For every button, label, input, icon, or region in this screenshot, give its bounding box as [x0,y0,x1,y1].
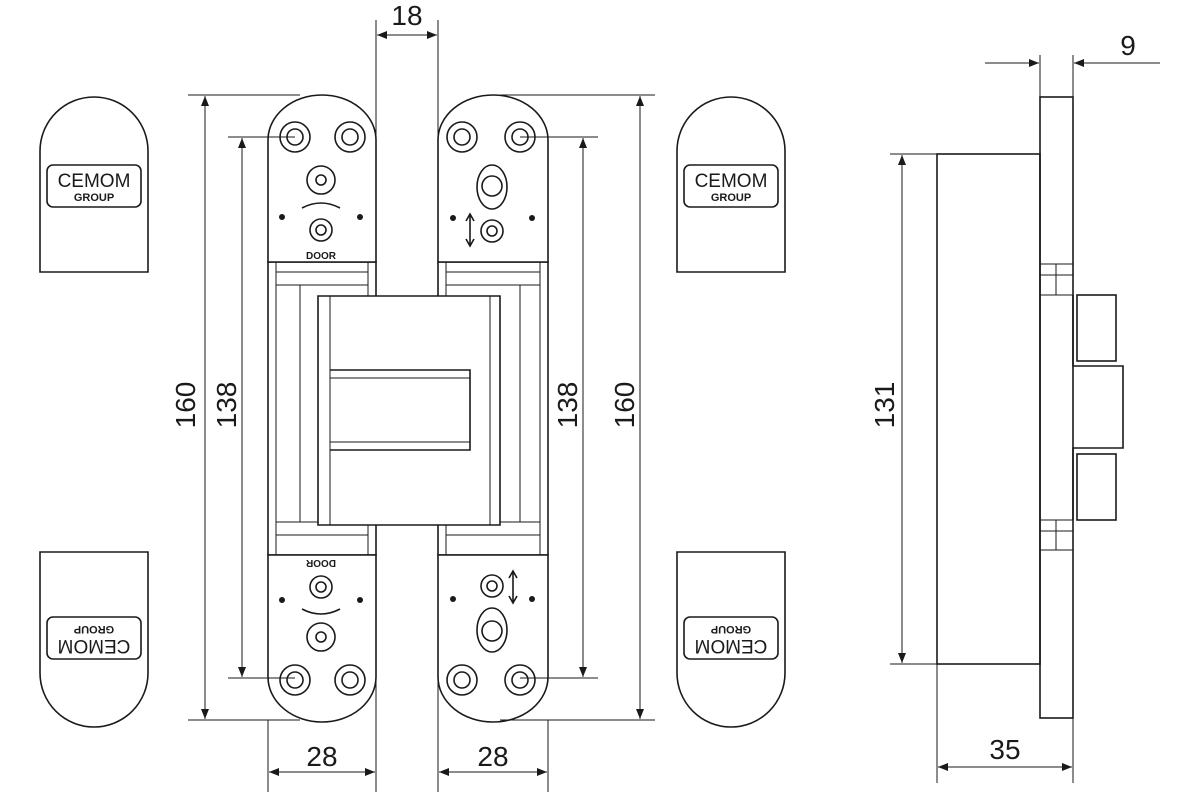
dim-label: 138 [211,382,242,429]
dimension-side-depth: 35 [936,664,1074,783]
plate-label: DOOR [306,251,337,262]
hinge-front-view: DOOR DOOR [267,94,549,723]
dim-label: 28 [477,741,508,772]
hinge-plate-bottom-right [437,554,549,723]
hinge-plate-bottom-left [267,554,377,723]
cap-logo-sub: GROUP [711,192,751,204]
dim-label: 138 [552,382,583,429]
dimension-overall-height-right: 160 [500,94,655,721]
dim-label: 131 [869,382,900,429]
dim-label: 35 [989,734,1020,765]
cap-logo-sub: GROUP [711,623,751,635]
cover-cap-top-left: CEMOM GROUP [39,96,149,273]
hinge-plate-top-left: DOOR [267,94,377,263]
cap-logo-brand: CEMOM [695,171,768,192]
cap-logo-brand: CEMOM [58,635,131,656]
dim-label: 28 [306,741,337,772]
dim-label: 18 [391,0,422,31]
dimension-plate-width-right: 28 [437,555,549,792]
dim-label: 160 [609,382,640,429]
cover-cap-bottom-left: CEMOM GROUP [39,551,149,728]
cap-logo-sub: GROUP [74,623,114,635]
cap-logo-sub: GROUP [74,192,114,204]
dim-label: 9 [1120,30,1136,61]
hinge-plate-top-right [437,94,549,263]
dimension-plate-width-left: 28 [267,555,377,792]
dimension-side-plate-thickness: 9 [985,30,1160,97]
cap-logo-brand: CEMOM [695,635,768,656]
dimension-gap-width: 18 [375,0,439,295]
cap-logo-brand: CEMOM [58,171,131,192]
dimension-screw-spacing-left: 138 [211,136,295,679]
hinge-side-view [936,96,1124,719]
cover-cap-bottom-right: CEMOM GROUP [676,551,786,728]
dimension-overall-height-left: 160 [170,94,300,721]
dimension-side-body-height: 131 [869,153,937,665]
dimension-screw-spacing-right: 138 [520,136,598,679]
dim-label: 160 [170,382,201,429]
cover-cap-top-right: CEMOM GROUP [676,96,786,273]
plate-label: DOOR [305,557,336,568]
